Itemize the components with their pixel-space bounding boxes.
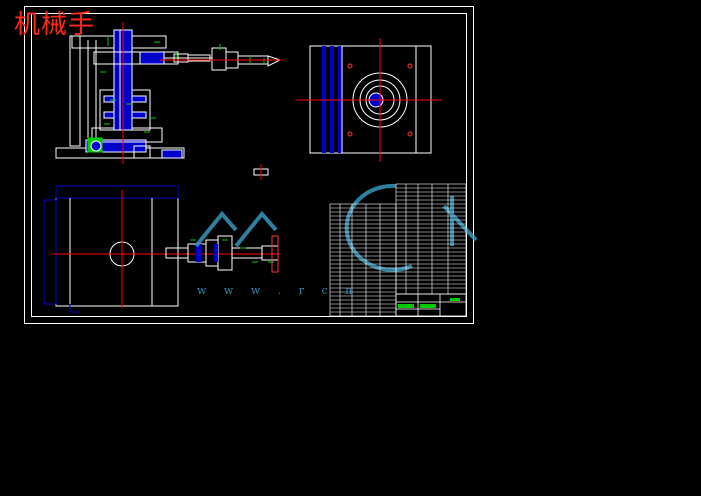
sheet-inner-border <box>31 13 467 317</box>
detail-mark <box>253 164 269 180</box>
watermark-logo <box>194 183 478 272</box>
front-view-centerlines <box>122 22 284 164</box>
watermark-text: w w w . r c n <box>197 284 360 297</box>
title-block <box>395 293 467 317</box>
front-view <box>55 29 282 159</box>
plan-view <box>43 185 280 313</box>
plan-view-dimensions <box>190 239 274 263</box>
sheet-outer-border <box>24 6 474 324</box>
side-view-centerlines <box>296 38 442 162</box>
drawing-title: 机械手 <box>14 10 96 40</box>
